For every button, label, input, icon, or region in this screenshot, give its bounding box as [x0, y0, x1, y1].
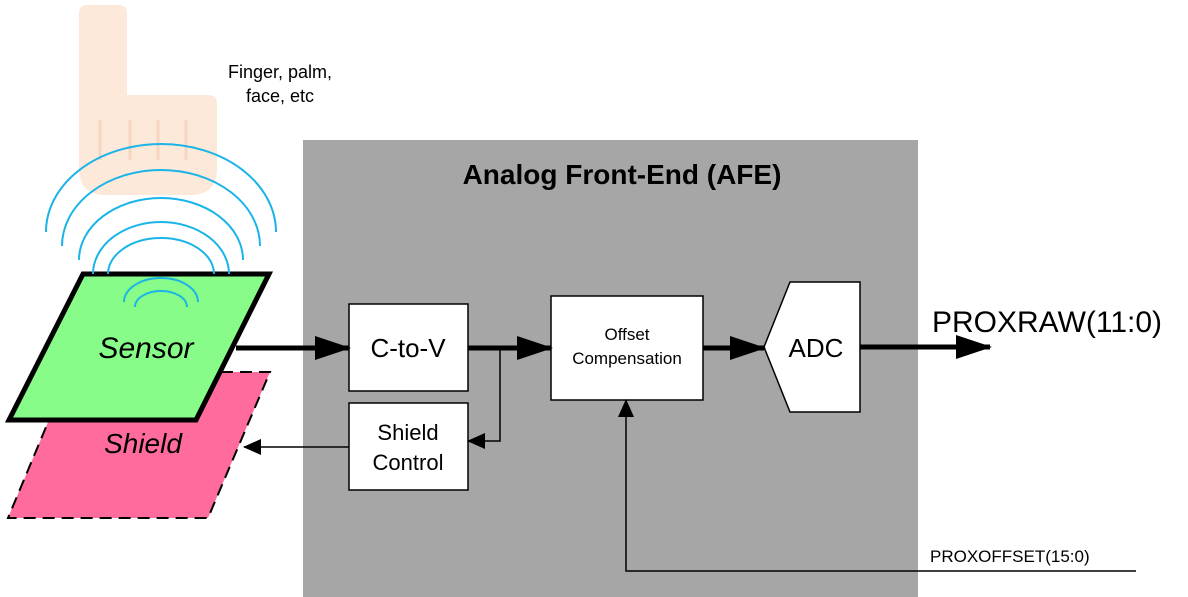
- shield-label: Shield: [104, 428, 183, 459]
- ctov-to-shield-control-line: [467, 348, 501, 449]
- shield-control-label-line1: Shield: [377, 420, 438, 445]
- finger-label-line2: face, etc: [246, 86, 314, 106]
- field-waves-icon: [45, 143, 277, 308]
- proxoffset-input-line: [618, 399, 1136, 572]
- offset-compensation-block: [550, 295, 704, 401]
- proxoffset-label: PROXOFFSET(15:0): [930, 547, 1090, 566]
- c-to-v-label: C-to-V: [370, 333, 446, 363]
- sensor-plate: [4, 271, 274, 423]
- finger-icon: [79, 5, 217, 195]
- offset-label-line2: Compensation: [572, 349, 682, 368]
- shield-control-block: [348, 402, 469, 491]
- finger-label-line1: Finger, palm,: [228, 62, 332, 82]
- shield-control-label-line2: Control: [373, 450, 444, 475]
- offset-label-line1: Offset: [604, 325, 649, 344]
- afe-title: Analog Front-End (AFE): [463, 159, 782, 190]
- sensor-label: Sensor: [98, 332, 194, 365]
- adc-label: ADC: [789, 333, 844, 363]
- adc-block: [763, 281, 861, 413]
- proxraw-label: PROXRAW(11:0): [932, 306, 1162, 339]
